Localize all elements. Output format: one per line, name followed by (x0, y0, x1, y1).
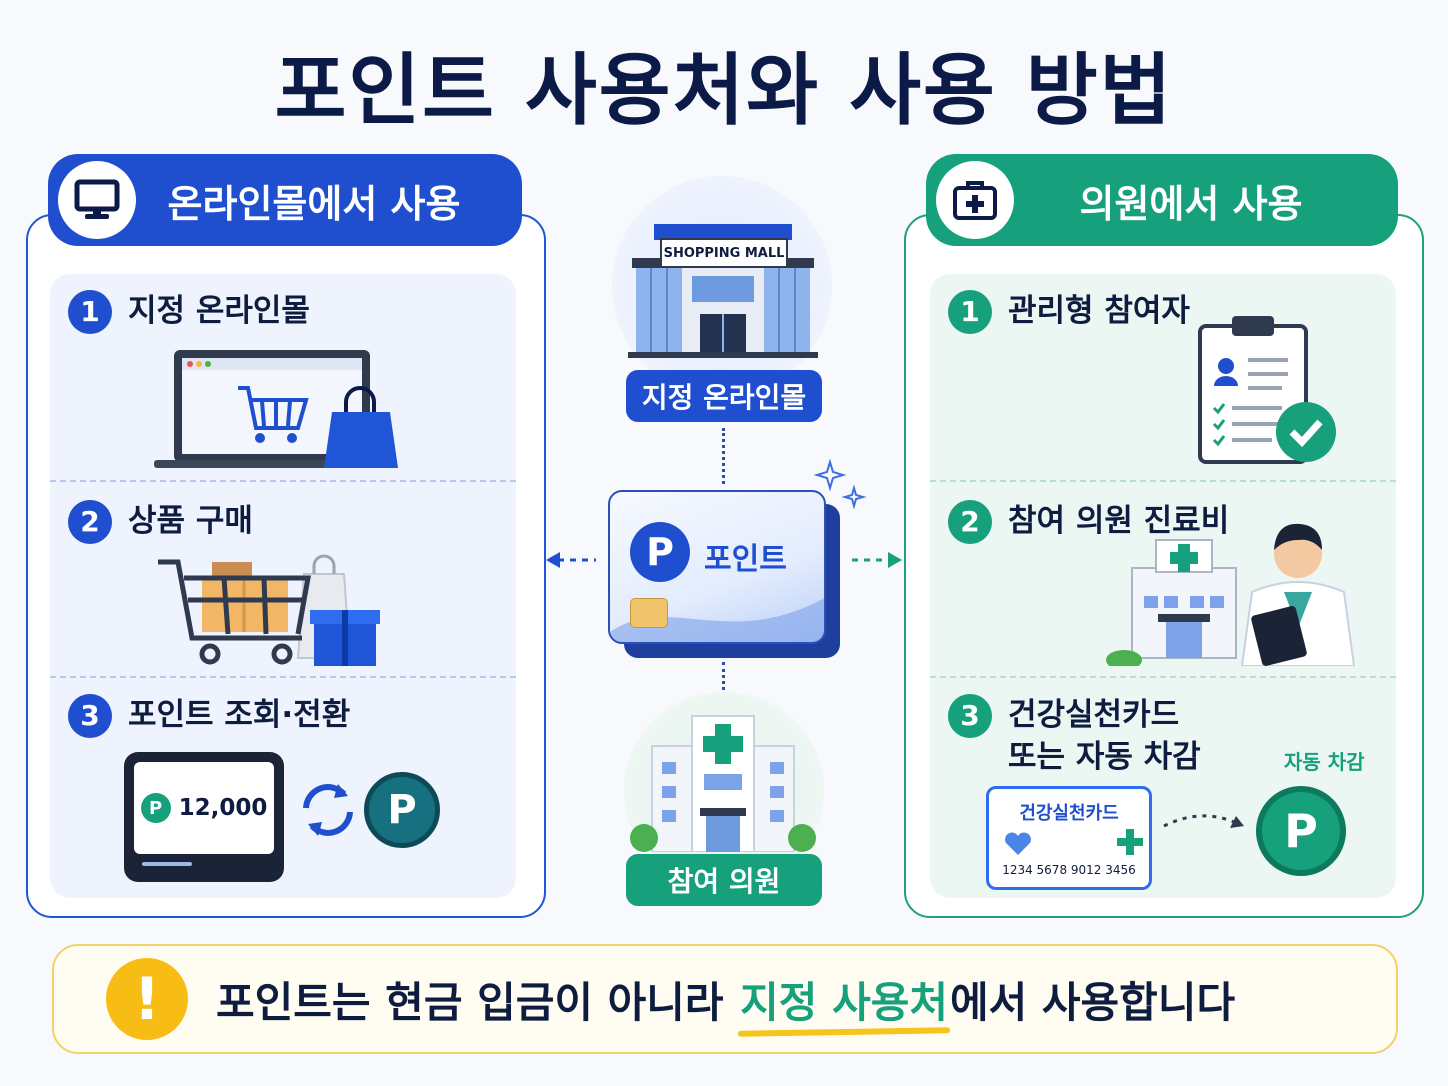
step-label: 지정 온라인몰 (128, 293, 310, 329)
step-2-online: 2 상품 구매 (68, 500, 253, 544)
health-card: 건강실천카드 1234 5678 9012 3456 (986, 786, 1152, 890)
point-icon: P (140, 793, 171, 823)
step-divider (930, 480, 1396, 482)
step-3-clinic: 3 건강실천카드 또는 자동 차감 (948, 694, 1201, 778)
mall-sign: SHOPPING MALL (660, 238, 788, 268)
clipboard-check-icon (1198, 316, 1336, 464)
clinic-tab-label: 의원에서 사용 (1079, 181, 1303, 226)
arrow-left-icon (546, 552, 596, 568)
step-2-clinic: 2 참여 의원 진료비 (948, 500, 1229, 544)
step-label: 관리형 참여자 (1008, 293, 1190, 329)
laptop-cart-icon (154, 350, 398, 468)
chip-icon (630, 598, 668, 628)
online-mall-tab-label: 온라인몰에서 사용 (167, 181, 461, 226)
exchange-icon (303, 784, 353, 836)
notice-banner: ! 포인트는 현금 입금이 아니라 지정 사용처에서 사용합니다 (52, 944, 1398, 1054)
balance-value: 12,000 (178, 795, 268, 821)
step-1-online: 1 지정 온라인몰 (68, 290, 310, 334)
clinic-building-icon (630, 715, 816, 852)
online-mall-tab: 온라인몰에서 사용 (48, 154, 522, 246)
sparkle-icon (814, 458, 867, 510)
card-label: 포인트 (704, 542, 787, 577)
point-coin-icon: P (1256, 786, 1346, 876)
step-number: 1 (68, 290, 112, 334)
monitor-icon (58, 161, 136, 239)
mall-label: 지정 온라인몰 (626, 370, 822, 422)
point-coin-icon: P (364, 772, 440, 848)
step-number: 3 (68, 694, 112, 738)
step-number: 2 (948, 500, 992, 544)
step-label: 건강실천카드 (1008, 697, 1180, 733)
step-label: 포인트 조회·전환 (128, 697, 351, 733)
cross-icon (1117, 829, 1143, 855)
auto-deduct-label: 자동 차감 (1284, 750, 1365, 774)
step-1-clinic: 1 관리형 참여자 (948, 290, 1190, 334)
step-divider (930, 676, 1396, 678)
step-number: 3 (948, 694, 992, 738)
health-card-title: 건강실천카드 (1019, 803, 1119, 824)
step-divider (50, 480, 516, 482)
clinic-steps: 1 관리형 참여자 2 참여 의원 진료비 3 건강실천카드 또는 자동 차감 (930, 274, 1396, 898)
arrow-right-icon (852, 552, 902, 568)
step-3-online: 3 포인트 조회·전환 (68, 694, 350, 738)
page-title: 포인트 사용처와 사용 방법 (274, 46, 1174, 136)
step-label: 참여 의원 진료비 (1008, 503, 1230, 539)
heart-icon (1005, 832, 1031, 855)
point-logo-icon: P (630, 522, 690, 582)
arrow-curve-icon (1163, 814, 1244, 828)
clinic-tab: 의원에서 사용 (926, 154, 1398, 246)
step-number: 1 (948, 290, 992, 334)
warning-icon: ! (106, 958, 188, 1040)
online-steps: 1 지정 온라인몰 2 상품 구매 (50, 274, 516, 898)
notice-text: 포인트는 현금 입금이 아니라 지정 사용처에서 사용합니다 (216, 969, 1235, 1030)
tablet-balance: P 12,000 (124, 752, 284, 882)
doctor-clinic-icon (1106, 523, 1356, 666)
health-card-number: 1234 5678 9012 3456 (1002, 863, 1136, 877)
notice-highlight: 지정 사용처 (740, 977, 948, 1027)
connector-bottom (722, 662, 725, 690)
connector-top (722, 428, 725, 484)
step-divider (50, 676, 516, 678)
notice-text-before: 포인트는 현금 입금이 아니라 (216, 977, 739, 1027)
step-label-line2: 또는 자동 차감 (1008, 739, 1201, 775)
step-number: 2 (68, 500, 112, 544)
step-label: 상품 구매 (128, 503, 253, 539)
notice-text-after: 에서 사용합니다 (950, 977, 1236, 1027)
shopping-cart-icon (158, 554, 380, 666)
clinic-label: 참여 의원 (626, 854, 822, 906)
medical-kit-icon (936, 161, 1014, 239)
